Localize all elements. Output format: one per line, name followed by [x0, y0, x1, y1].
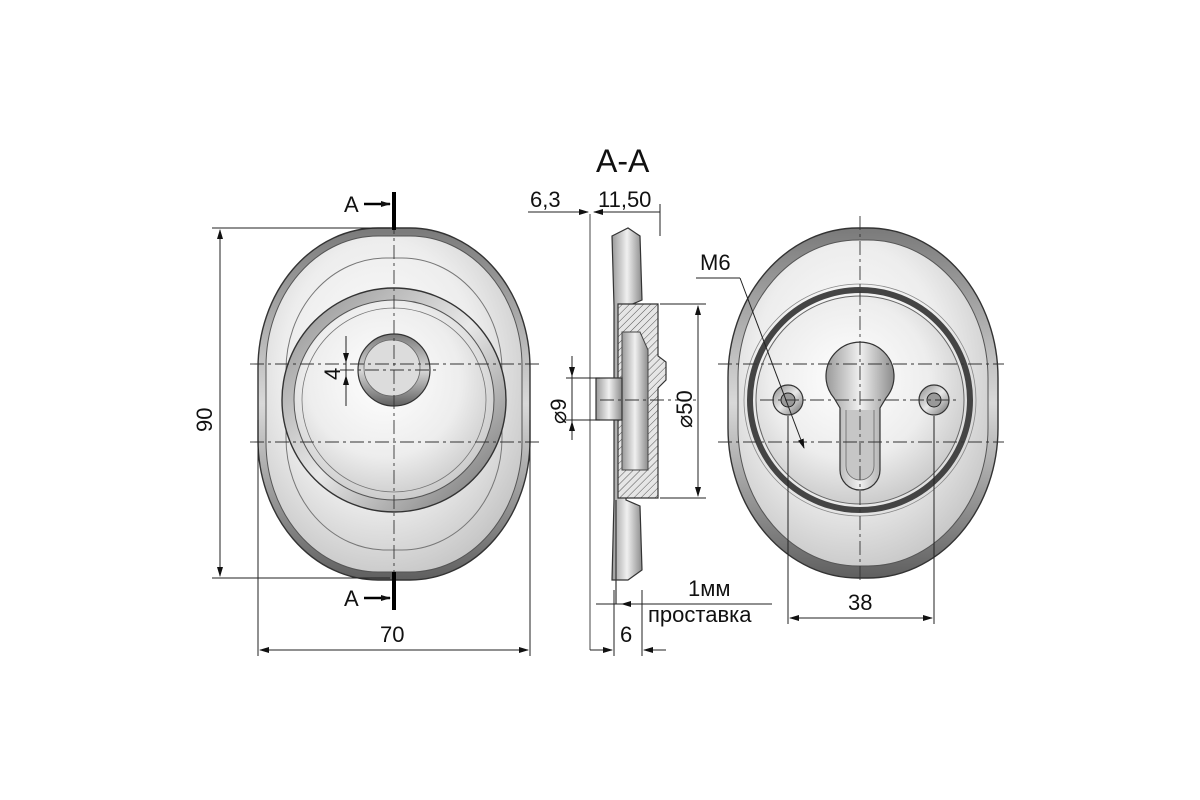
cut-label-bottom: A: [344, 586, 359, 611]
width-dim-label: 70: [380, 622, 404, 647]
section-title: A-A: [596, 143, 650, 179]
back-view: M6 38: [696, 216, 1004, 624]
cut-label-top: A: [344, 192, 359, 217]
pin-offset-label: 4: [320, 368, 345, 380]
spacer-text-label: проставка: [648, 602, 752, 627]
height-dim-label: 90: [192, 408, 217, 432]
dia-body-label: ⌀50: [672, 390, 697, 428]
dim-left-label: 6,3: [530, 187, 561, 212]
hole-spacing-label: 38: [848, 590, 872, 615]
section-cavity: [621, 331, 649, 471]
m6-label: M6: [700, 250, 731, 275]
dia-pin-label: ⌀9: [546, 399, 571, 424]
section-pin: [595, 377, 623, 421]
dim-right-label: 11,50: [598, 187, 651, 212]
front-view: A A 90 70 4: [192, 192, 540, 656]
front-pin-face: [363, 339, 421, 397]
spacer-value-label: 1мм: [688, 576, 731, 601]
m6-leader-diag: [739, 277, 805, 449]
thickness-label: 6: [620, 622, 632, 647]
section-view: A-A 6,3 11,50 ⌀9 ⌀50 1мм: [528, 143, 772, 656]
